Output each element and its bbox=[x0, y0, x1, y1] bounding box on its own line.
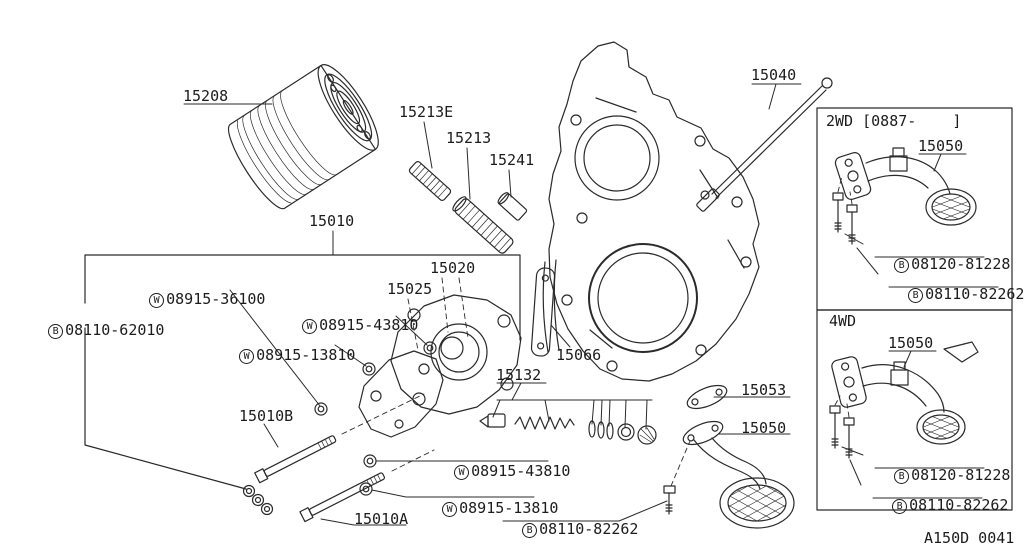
bolt-15010a bbox=[299, 472, 386, 523]
washers bbox=[242, 341, 437, 516]
circle-b-icon: B bbox=[892, 499, 908, 514]
label-15010a: 15010A bbox=[354, 510, 409, 528]
circle-b-icon: B bbox=[908, 288, 924, 303]
plug-15241 bbox=[497, 192, 528, 221]
part-number: 08110-82262 bbox=[909, 496, 1009, 514]
label-15020: 15020 bbox=[430, 259, 476, 277]
label-15010b: 15010B bbox=[239, 407, 294, 425]
bolt-15010b bbox=[254, 435, 337, 484]
label-15025: 15025 bbox=[387, 280, 433, 298]
group-box bbox=[84, 254, 521, 490]
circle-w-icon: W bbox=[442, 502, 458, 517]
part-number: 08915-13810 bbox=[459, 499, 559, 517]
part-number: 08915-13810 bbox=[256, 346, 356, 364]
strainer-4wd bbox=[829, 341, 979, 459]
part-number: 08915-43810 bbox=[319, 316, 419, 334]
part-number: 08915-36100 bbox=[166, 290, 266, 308]
drawing-code: A150D 0041 bbox=[924, 529, 1015, 547]
label-15010: 15010 bbox=[309, 212, 355, 230]
label-15066: 15066 bbox=[556, 346, 602, 364]
circle-b-icon: B bbox=[894, 258, 910, 273]
circle-b-icon: B bbox=[48, 324, 64, 339]
part-number: 08120-81228 bbox=[911, 255, 1011, 273]
label-15040: 15040 bbox=[751, 66, 797, 84]
panel-4wd-box bbox=[816, 309, 1013, 511]
strainer-2wd bbox=[832, 147, 977, 245]
panel-4wd-title: 4WD bbox=[829, 312, 857, 330]
leader-lines-dashed bbox=[341, 175, 853, 487]
label-15050-2wd: 15050 bbox=[918, 137, 964, 155]
label-15053: 15053 bbox=[741, 381, 787, 399]
circle-b-icon: B bbox=[894, 469, 910, 484]
oil-filter-15208 bbox=[227, 64, 379, 210]
leader-lines bbox=[183, 83, 999, 526]
gasket-15066 bbox=[530, 267, 556, 357]
circle-w-icon: W bbox=[239, 349, 255, 364]
circle-w-icon: W bbox=[454, 465, 470, 480]
part-number: 08915-43810 bbox=[471, 462, 571, 480]
label-15050-4wd: 15050 bbox=[888, 334, 934, 352]
tube-15213 bbox=[452, 196, 514, 254]
label-15208: 15208 bbox=[183, 87, 229, 105]
gasket-15053 bbox=[686, 384, 728, 410]
strainer-main-15050 bbox=[682, 420, 795, 529]
engine-front-cover bbox=[542, 41, 760, 382]
panel-2wd-title: 2WD [0887- ] bbox=[826, 112, 962, 130]
circle-w-icon: W bbox=[302, 319, 318, 334]
circle-b-icon: B bbox=[522, 523, 538, 538]
part-number: 08120-81228 bbox=[911, 466, 1011, 484]
label-15241: 15241 bbox=[489, 151, 535, 169]
oil-pump-body-15010 bbox=[390, 294, 522, 415]
part-number: 08110-62010 bbox=[65, 321, 165, 339]
label-15050-main: 15050 bbox=[741, 419, 787, 437]
label-15213: 15213 bbox=[446, 129, 492, 147]
dipstick-15040 bbox=[696, 77, 833, 212]
label-15132: 15132 bbox=[496, 366, 542, 384]
label-15213e: 15213E bbox=[399, 103, 454, 121]
relief-valve-parts bbox=[479, 413, 657, 445]
stud-15213e bbox=[408, 161, 452, 201]
part-number: 08110-82262 bbox=[539, 520, 639, 538]
circle-w-icon: W bbox=[149, 293, 165, 308]
part-number: 08110-82262 bbox=[925, 285, 1024, 303]
bolt-08110-82262 bbox=[663, 485, 676, 515]
